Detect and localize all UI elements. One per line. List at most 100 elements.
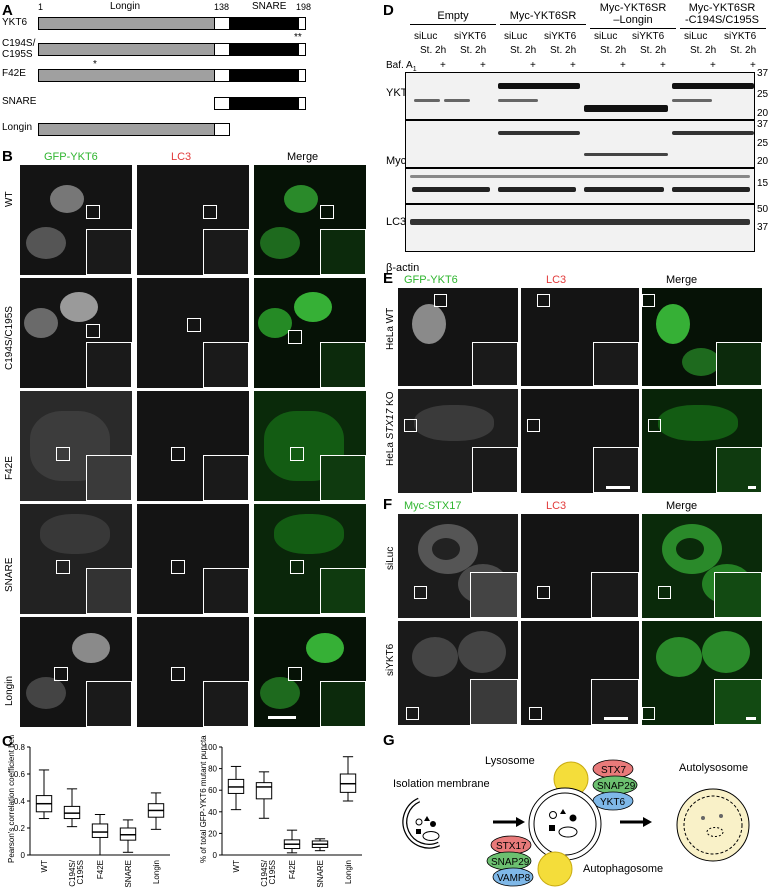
roi-box bbox=[406, 707, 419, 720]
si-luc-2: siLuc bbox=[504, 31, 528, 42]
row-label-wt: WT bbox=[4, 191, 15, 207]
x-tick-label: C195S bbox=[76, 860, 85, 884]
mw-37-actin: 37 bbox=[757, 222, 769, 233]
row-label-snare: SNARE bbox=[4, 557, 15, 592]
y-tick-label: 80 bbox=[208, 765, 217, 774]
residue-138: 138 bbox=[214, 2, 230, 12]
zoom-inset bbox=[203, 568, 249, 614]
zoom-inset bbox=[470, 679, 518, 725]
si-ykt6-4: siYKT6 bbox=[724, 31, 757, 42]
starvation-label-2: St. 2h bbox=[460, 45, 487, 56]
linker-bar bbox=[214, 43, 230, 56]
mw-25-myc: 25 bbox=[757, 138, 769, 149]
starvation-label-3: St. 2h bbox=[510, 45, 537, 56]
roi-box bbox=[414, 586, 427, 599]
micrograph-f-merge-siluc bbox=[642, 514, 762, 618]
scale-bar bbox=[268, 716, 296, 719]
mw-20-myc: 20 bbox=[757, 156, 769, 167]
blot-myc bbox=[405, 120, 755, 168]
y-tick-label: 0 bbox=[213, 851, 218, 860]
roi-box bbox=[658, 586, 671, 599]
group-empty: Empty bbox=[437, 10, 469, 22]
roi-box bbox=[56, 447, 70, 461]
roi-box bbox=[288, 330, 302, 344]
roi-box bbox=[537, 586, 550, 599]
mw-50: 50 bbox=[757, 204, 769, 215]
roi-box bbox=[171, 667, 185, 681]
col-header-lc3-e: LC3 bbox=[546, 274, 567, 286]
micrograph-f-lc3-siykt6 bbox=[521, 621, 639, 725]
micrograph-e-lc3-wt bbox=[521, 288, 639, 386]
mutation-mark-f42e: * bbox=[93, 59, 97, 70]
baf-label: Baf. A1 bbox=[386, 60, 417, 73]
autolysosome-label: Autolysosome bbox=[679, 762, 748, 774]
residue-1: 1 bbox=[38, 2, 44, 12]
roi-box bbox=[171, 447, 185, 461]
micrograph-merge-snare bbox=[254, 504, 366, 614]
cargo-icon bbox=[424, 816, 430, 821]
col-header-merge-e: Merge bbox=[666, 274, 698, 286]
x-tick-label: C195S bbox=[268, 860, 277, 884]
mw-37: 37 bbox=[757, 68, 769, 79]
x-tick-label: Longin bbox=[152, 860, 161, 884]
inset-scale-bar bbox=[748, 486, 756, 489]
cargo-icon bbox=[430, 821, 436, 827]
panel-label-c: C bbox=[2, 733, 13, 750]
roi-box bbox=[171, 560, 185, 574]
snap29-label-bottom: SNAP29 bbox=[491, 857, 530, 868]
panel-label-b: B bbox=[2, 148, 13, 165]
panel-label-d: D bbox=[383, 2, 394, 19]
x-tick-label: WT bbox=[40, 860, 49, 873]
ctail-bar bbox=[298, 43, 306, 56]
roi-box bbox=[86, 324, 100, 338]
row-label-snare: SNARE bbox=[2, 96, 37, 107]
scale-bar bbox=[604, 717, 628, 720]
mitochondrion-icon bbox=[558, 826, 578, 838]
row-label-c194s: C194S/C195S bbox=[2, 38, 36, 60]
roi-box bbox=[529, 707, 542, 720]
micrograph-gfp-wt bbox=[20, 165, 132, 275]
linker-bar bbox=[214, 17, 230, 30]
micrograph-f-stx17-siykt6 bbox=[398, 621, 518, 725]
residue-198: 198 bbox=[296, 2, 312, 12]
linker-bar bbox=[214, 97, 230, 110]
ctail-bar bbox=[298, 69, 306, 82]
roi-box bbox=[537, 294, 550, 307]
longin-domain-bar bbox=[38, 69, 215, 82]
micrograph-merge-c194s bbox=[254, 278, 366, 388]
col-header-lc3: LC3 bbox=[171, 151, 192, 163]
autolysosome-shape bbox=[676, 788, 750, 862]
row-label-f42e: F42E bbox=[2, 68, 26, 79]
zoom-inset bbox=[714, 679, 762, 725]
micrograph-e-merge-wt bbox=[642, 288, 762, 386]
y-tick-label: 0.4 bbox=[14, 797, 26, 806]
row-label-c194s-c195s: C194S/C195S bbox=[4, 306, 15, 370]
starvation-label-5: St. 2h bbox=[600, 45, 627, 56]
baf-plus-6: + bbox=[660, 60, 666, 71]
zoom-inset bbox=[320, 229, 366, 275]
ctail-bar bbox=[298, 17, 306, 30]
zoom-inset bbox=[716, 342, 762, 386]
row-label-siluc: siLuc bbox=[385, 546, 396, 570]
snare-domain-bar bbox=[229, 97, 299, 110]
micrograph-gfp-c194s bbox=[20, 278, 132, 388]
micrograph-lc3-wt bbox=[137, 165, 249, 275]
roi-box bbox=[86, 205, 100, 219]
starvation-label-8: St. 2h bbox=[730, 45, 757, 56]
micrograph-e-merge-ko bbox=[642, 389, 762, 493]
baf-plus-5: + bbox=[620, 60, 626, 71]
cargo-icon bbox=[415, 818, 423, 826]
blot-lc3 bbox=[405, 168, 755, 204]
micrograph-lc3-c194s bbox=[137, 278, 249, 388]
zoom-inset bbox=[203, 229, 249, 275]
micrograph-e-gfp-ko bbox=[398, 389, 518, 493]
zoom-inset bbox=[86, 568, 132, 614]
row-label-longin: Longin bbox=[2, 122, 33, 133]
zoom-inset bbox=[320, 681, 366, 727]
zoom-inset bbox=[472, 342, 518, 386]
y-tick-label: 40 bbox=[208, 808, 217, 817]
row-label-siykt6: siYKT6 bbox=[385, 643, 396, 676]
micrograph-lc3-f42e bbox=[137, 391, 249, 501]
col-header-myc-stx17: Myc-STX17 bbox=[404, 500, 462, 512]
micrograph-e-lc3-ko bbox=[521, 389, 639, 493]
